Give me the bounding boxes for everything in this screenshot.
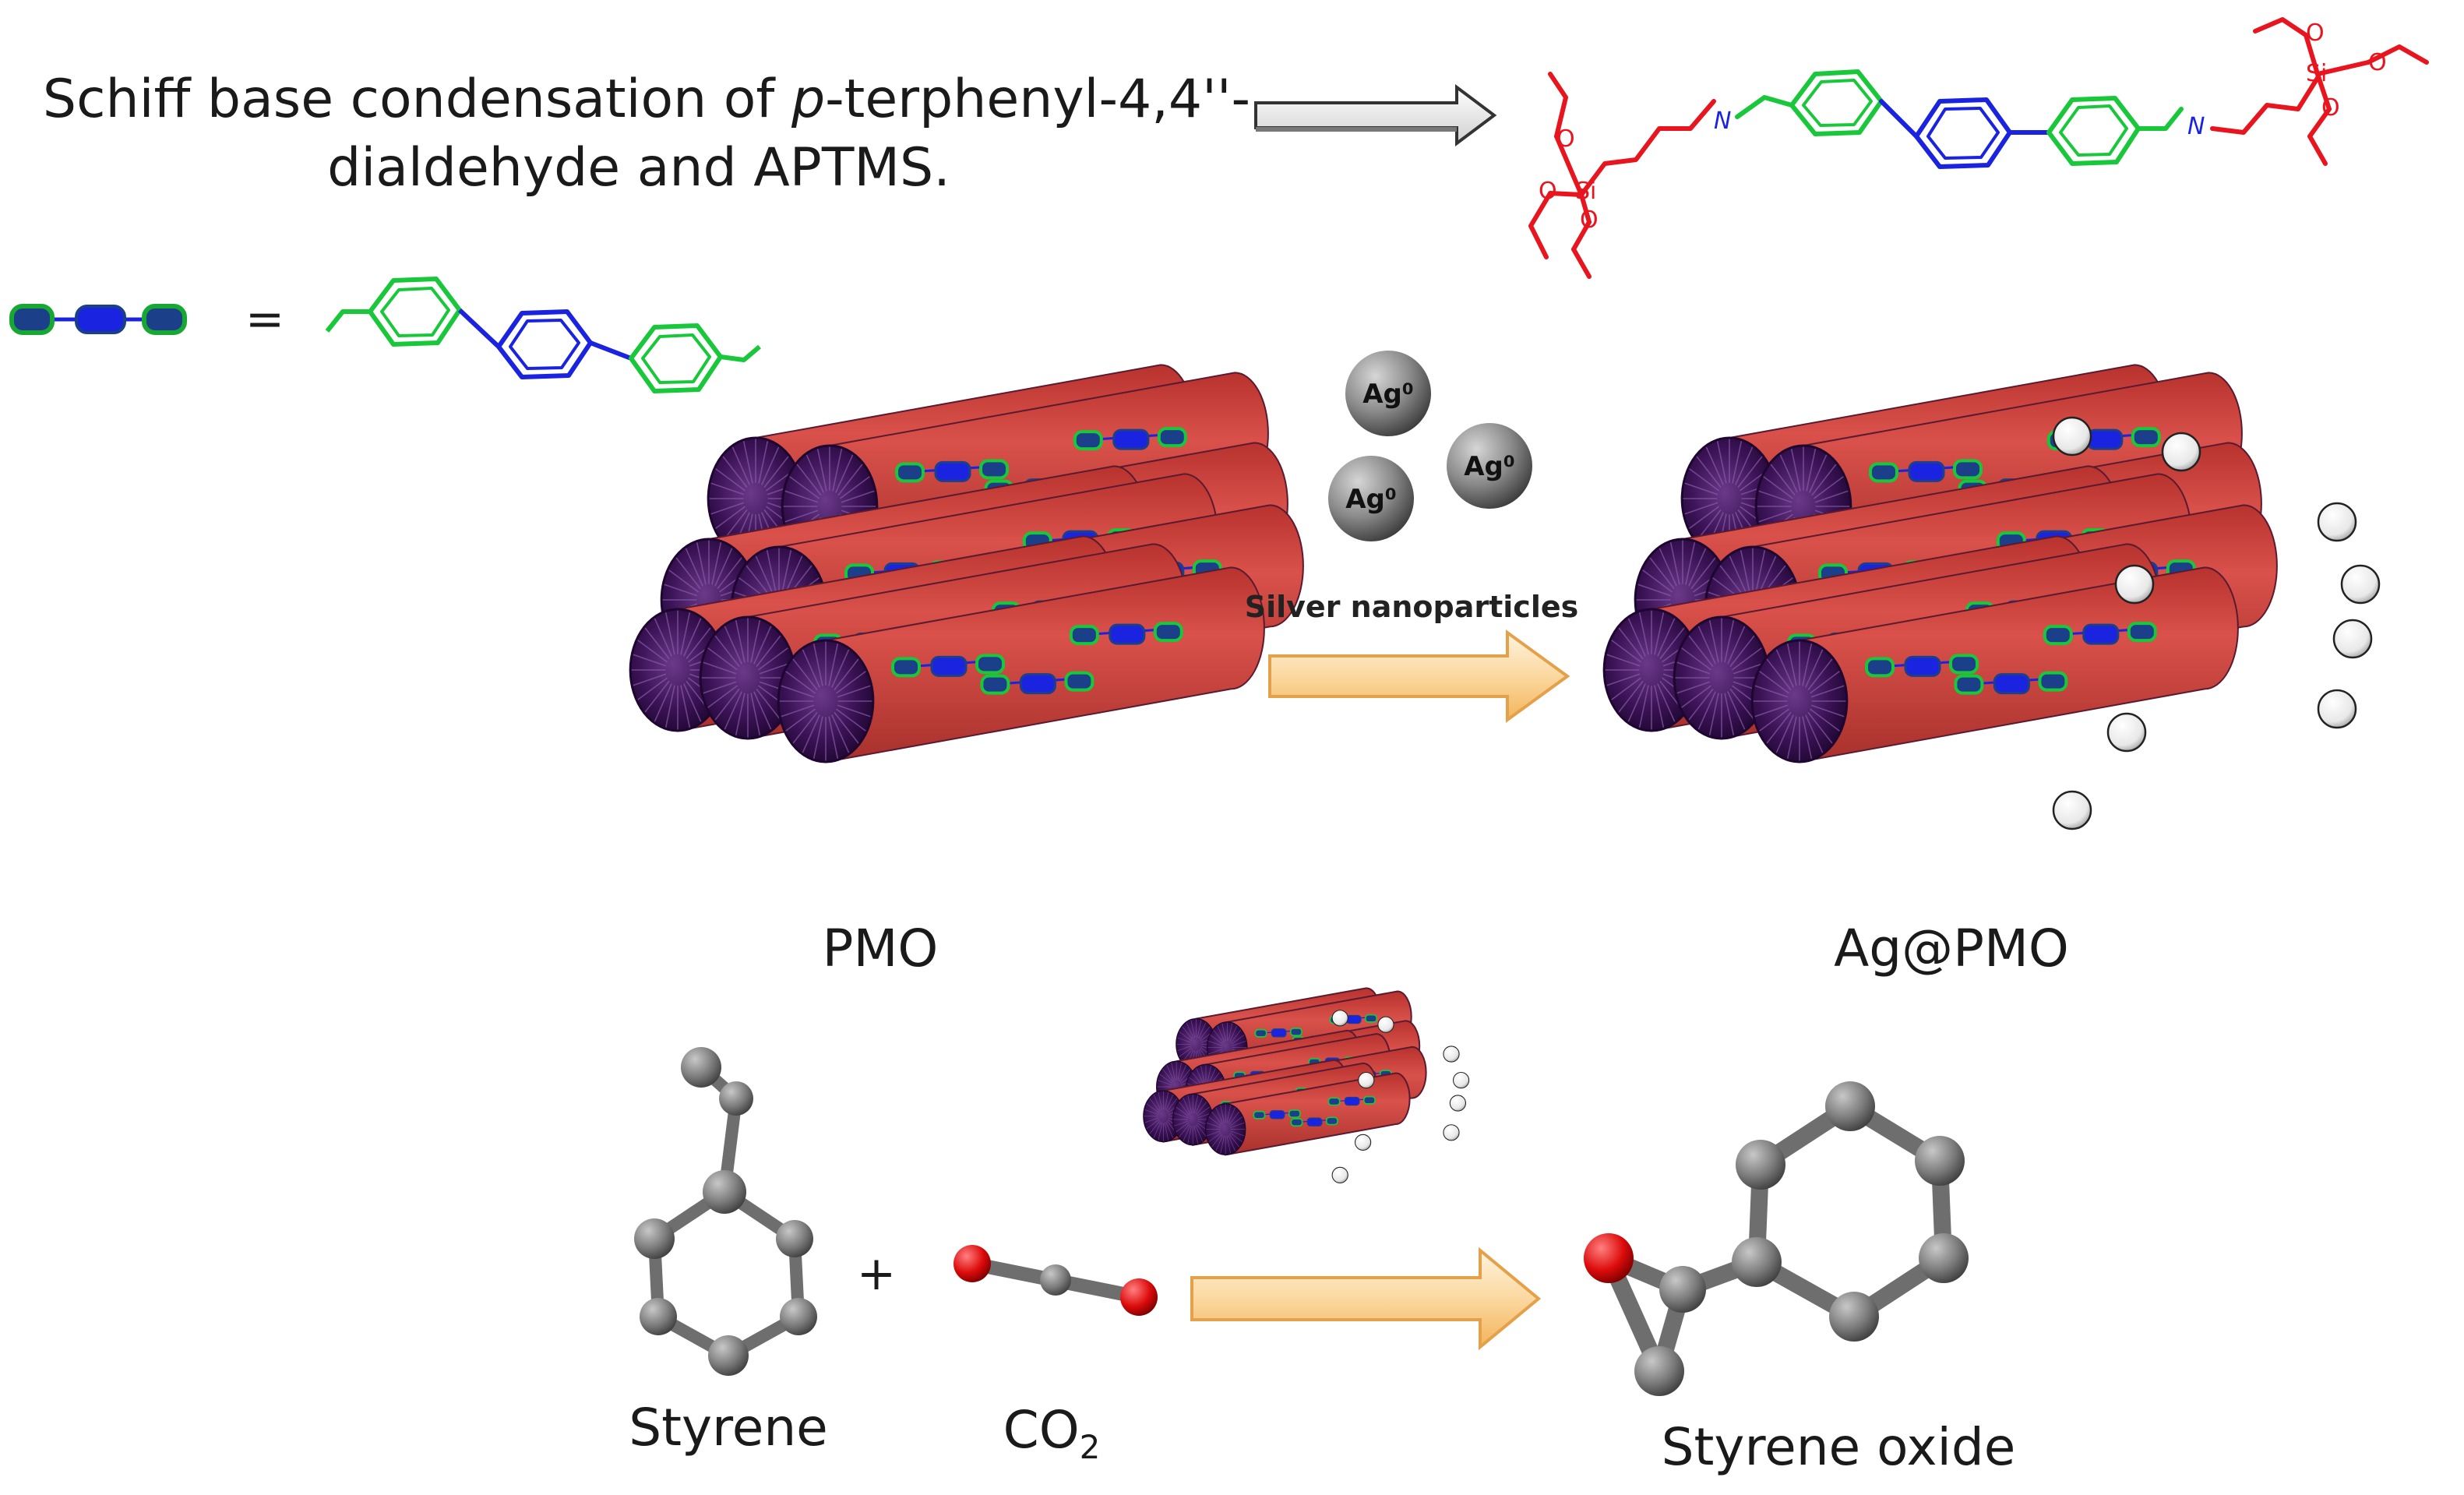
legend-equals: = (245, 292, 284, 347)
catalysis-arrow (1190, 1246, 1542, 1351)
plus-sign: + (857, 1246, 896, 1301)
ring-center-blue (1914, 97, 2012, 169)
ag-pmo-catalyst (1143, 987, 1470, 1184)
styrene-oxide-model (1584, 1081, 1969, 1396)
ag-particle-3: Ag⁰ (1328, 456, 1414, 541)
terphenyl-linker-structure (325, 277, 761, 393)
ring-left-green (1789, 69, 1884, 136)
silver-arrow-label: Silver nanoparticles (1245, 590, 1579, 624)
ag-nanoparticle (1449, 1095, 1467, 1112)
o-right-3: O (2321, 94, 2340, 122)
o-left-2: O (1539, 178, 1557, 205)
ring-right-green (2046, 96, 2141, 166)
ag-nanoparticle (1358, 1071, 1375, 1089)
ag-nanoparticle (2114, 564, 2155, 605)
pmo-label: PMO (823, 919, 939, 978)
ag-nanoparticle (2106, 712, 2147, 753)
ag-pmo-label: Ag@PMO (1834, 919, 2069, 978)
ag-nanoparticle (2052, 790, 2092, 830)
condensation-arrow (1254, 84, 1497, 146)
ag-nanoparticle (1443, 1124, 1460, 1141)
bis-silane-molecule: Si O O O N N Si (1528, 17, 2429, 279)
ag-nanoparticle (1452, 1071, 1470, 1089)
ag-nanoparticle (2161, 432, 2201, 472)
ag-nanoparticle (2052, 416, 2092, 457)
styrene-model (634, 1047, 817, 1376)
caption-line-2: dialdehyde and APTMS. (327, 137, 950, 199)
si-left: Si (1575, 178, 1596, 205)
caption-line-1: Schiff base condensation of p-terphenyl-… (43, 69, 1250, 130)
ag-nanoparticle (2317, 689, 2357, 729)
ag-nanoparticle (1331, 1166, 1348, 1184)
ag-nanoparticle (1331, 1010, 1348, 1027)
o-right-1: O (2306, 19, 2325, 47)
silver-loading-arrow (1268, 629, 1570, 723)
ag-particle-2: Ag⁰ (1447, 423, 1532, 509)
svg-text:Ag⁰: Ag⁰ (1345, 484, 1397, 515)
ag-pmo-material (1602, 364, 2381, 830)
linker-legend-symbol (9, 304, 187, 335)
co2-model (954, 1245, 1158, 1316)
styrene-oxide-label: Styrene oxide (1662, 1417, 2016, 1477)
styrene-label: Styrene (629, 1398, 828, 1458)
svg-text:Ag⁰: Ag⁰ (1362, 379, 1414, 410)
ag-nanoparticle (1377, 1016, 1394, 1033)
ag-nanoparticle (2317, 502, 2357, 542)
ag-nanoparticle (1354, 1134, 1372, 1151)
pmo-material (629, 364, 1304, 763)
n-right: N (2187, 113, 2205, 140)
co2-label: CO2 (1003, 1400, 1101, 1466)
o-left-3: O (1580, 206, 1599, 234)
mesopore-channel (1205, 1072, 1411, 1156)
svg-text:Ag⁰: Ag⁰ (1464, 451, 1515, 482)
o-right-2: O (2368, 49, 2387, 76)
mesopore-channel (777, 566, 1265, 763)
ag-particle-1: Ag⁰ (1345, 351, 1431, 436)
mesopore-channel (1750, 566, 2239, 763)
o-left-1: O (1556, 125, 1575, 153)
ag-nanoparticle (2340, 564, 2381, 605)
silver-nanoparticles: Ag⁰ Ag⁰ Ag⁰ (1328, 351, 1532, 541)
n-left: N (1714, 108, 1731, 135)
ag-nanoparticle (2332, 619, 2373, 659)
si-right: Si (2306, 60, 2327, 87)
ag-nanoparticle (1443, 1045, 1460, 1063)
